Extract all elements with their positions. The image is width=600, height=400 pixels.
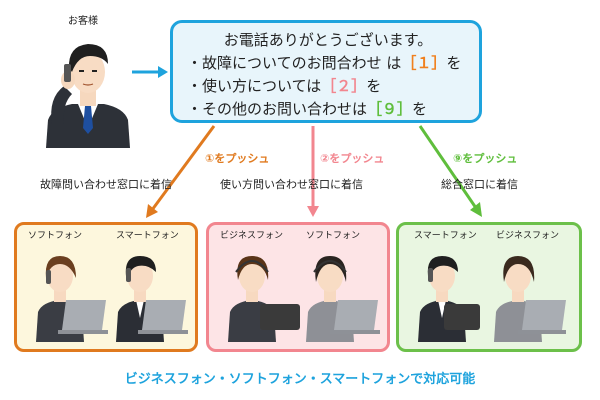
ivr-option-1: ・故障についてのお問合わせ は［１］を xyxy=(187,52,469,75)
destination-label-2: 使い方問い合わせ窓口に着信 xyxy=(220,178,363,191)
device-label: ソフトフォン xyxy=(28,231,83,241)
device-label: ソフトフォン xyxy=(306,231,361,241)
option-key: ［９］ xyxy=(367,100,413,118)
device-label: スマートフォン xyxy=(414,231,477,241)
push-label-2: ②をプッシュ xyxy=(320,152,385,165)
caller-label: お客様 xyxy=(68,16,98,27)
bullet: ・ xyxy=(187,77,203,95)
option-suffix: を xyxy=(412,100,428,118)
device-label: ビジネスフォン xyxy=(220,231,284,241)
bullet: ・ xyxy=(187,100,203,118)
team-general xyxy=(396,222,582,352)
option-text: その他のお問い合わせは xyxy=(202,100,368,118)
destination-label-1: 故障問い合わせ窓口に着信 xyxy=(40,178,172,191)
caller-illustration xyxy=(46,44,130,148)
option-key: ［２］ xyxy=(321,77,367,95)
destination-label-9: 総合窓口に着信 xyxy=(441,178,518,191)
push-label-9: ⑨をプッシュ xyxy=(453,152,518,165)
greeting-text: お電話ありがとうございます。 xyxy=(223,31,433,49)
ivr-guidance-bubble: お電話ありがとうございます。 ・故障についてのお問合わせ は［１］を ・使い方に… xyxy=(170,20,482,123)
footer-note: ビジネスフォン・ソフトフォン・スマートフォンで対応可能 xyxy=(124,372,476,387)
device-label: ビジネスフォン xyxy=(496,231,560,241)
team-fault xyxy=(14,222,198,352)
ivr-option-9: ・その他のお問い合わせは［９］を xyxy=(187,98,469,121)
option-text: 故障についてのお問合わせ は xyxy=(202,54,402,72)
option-suffix: を xyxy=(366,77,382,95)
bullet: ・ xyxy=(187,54,203,72)
option-key: ［１］ xyxy=(401,54,447,72)
option-suffix: を xyxy=(446,54,462,72)
team-usage xyxy=(206,222,390,352)
push-label-1: ①をプッシュ xyxy=(205,152,270,165)
option-text: 使い方については xyxy=(202,77,322,95)
device-label: スマートフォン xyxy=(116,231,179,241)
ivr-option-2: ・使い方については［２］を xyxy=(187,75,469,98)
